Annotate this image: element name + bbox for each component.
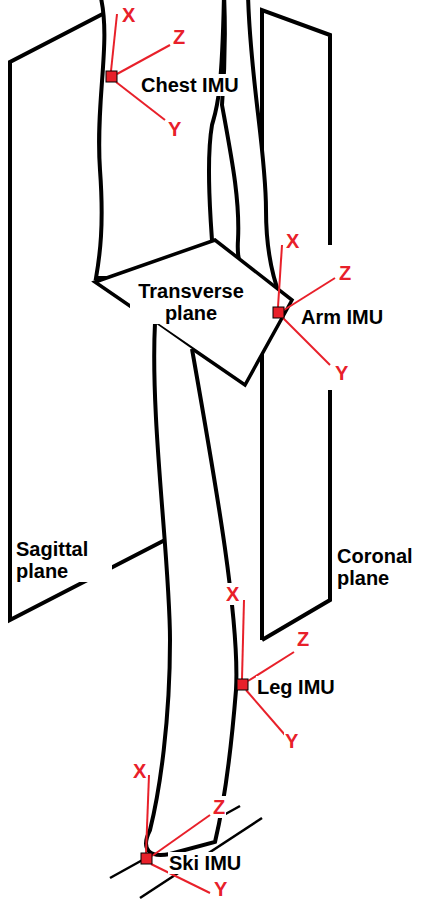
axis-label: X	[132, 760, 147, 782]
axis-line	[111, 14, 117, 71]
axis-line	[152, 815, 210, 856]
imu-square	[273, 307, 284, 318]
axis-line	[278, 245, 282, 307]
axis-label: Z	[338, 262, 352, 284]
sensor-label: Arm IMU	[300, 306, 384, 328]
axis-label: X	[225, 583, 240, 605]
axis-line	[146, 775, 149, 853]
torso-outline	[96, 0, 224, 278]
plane-label: Coronal plane	[336, 545, 438, 589]
axis-label: Y	[284, 730, 299, 752]
axis-line	[242, 600, 244, 679]
plane-label: Transverse plane	[130, 280, 252, 324]
plane-label: Sagittal plane	[15, 538, 112, 582]
sensor-label: Ski IMU	[168, 852, 242, 874]
axis-lines	[111, 14, 335, 893]
imu-square	[237, 679, 248, 690]
axis-label: Y	[334, 362, 349, 384]
sensor-label: Leg IMU	[256, 676, 336, 698]
axis-label: Z	[172, 26, 186, 48]
sensor-label: Chest IMU	[140, 74, 240, 96]
axis-label: Y	[167, 118, 182, 140]
leg-outline	[146, 323, 236, 855]
axis-label: X	[121, 4, 136, 26]
axis-label: Y	[213, 878, 228, 900]
imu-square	[141, 853, 152, 864]
axis-line	[117, 45, 170, 74]
imu-sensors	[106, 71, 284, 864]
axis-label: X	[285, 230, 300, 252]
axis-label: Z	[212, 796, 226, 818]
axis-label: Z	[296, 628, 310, 650]
imu-square	[106, 71, 117, 82]
